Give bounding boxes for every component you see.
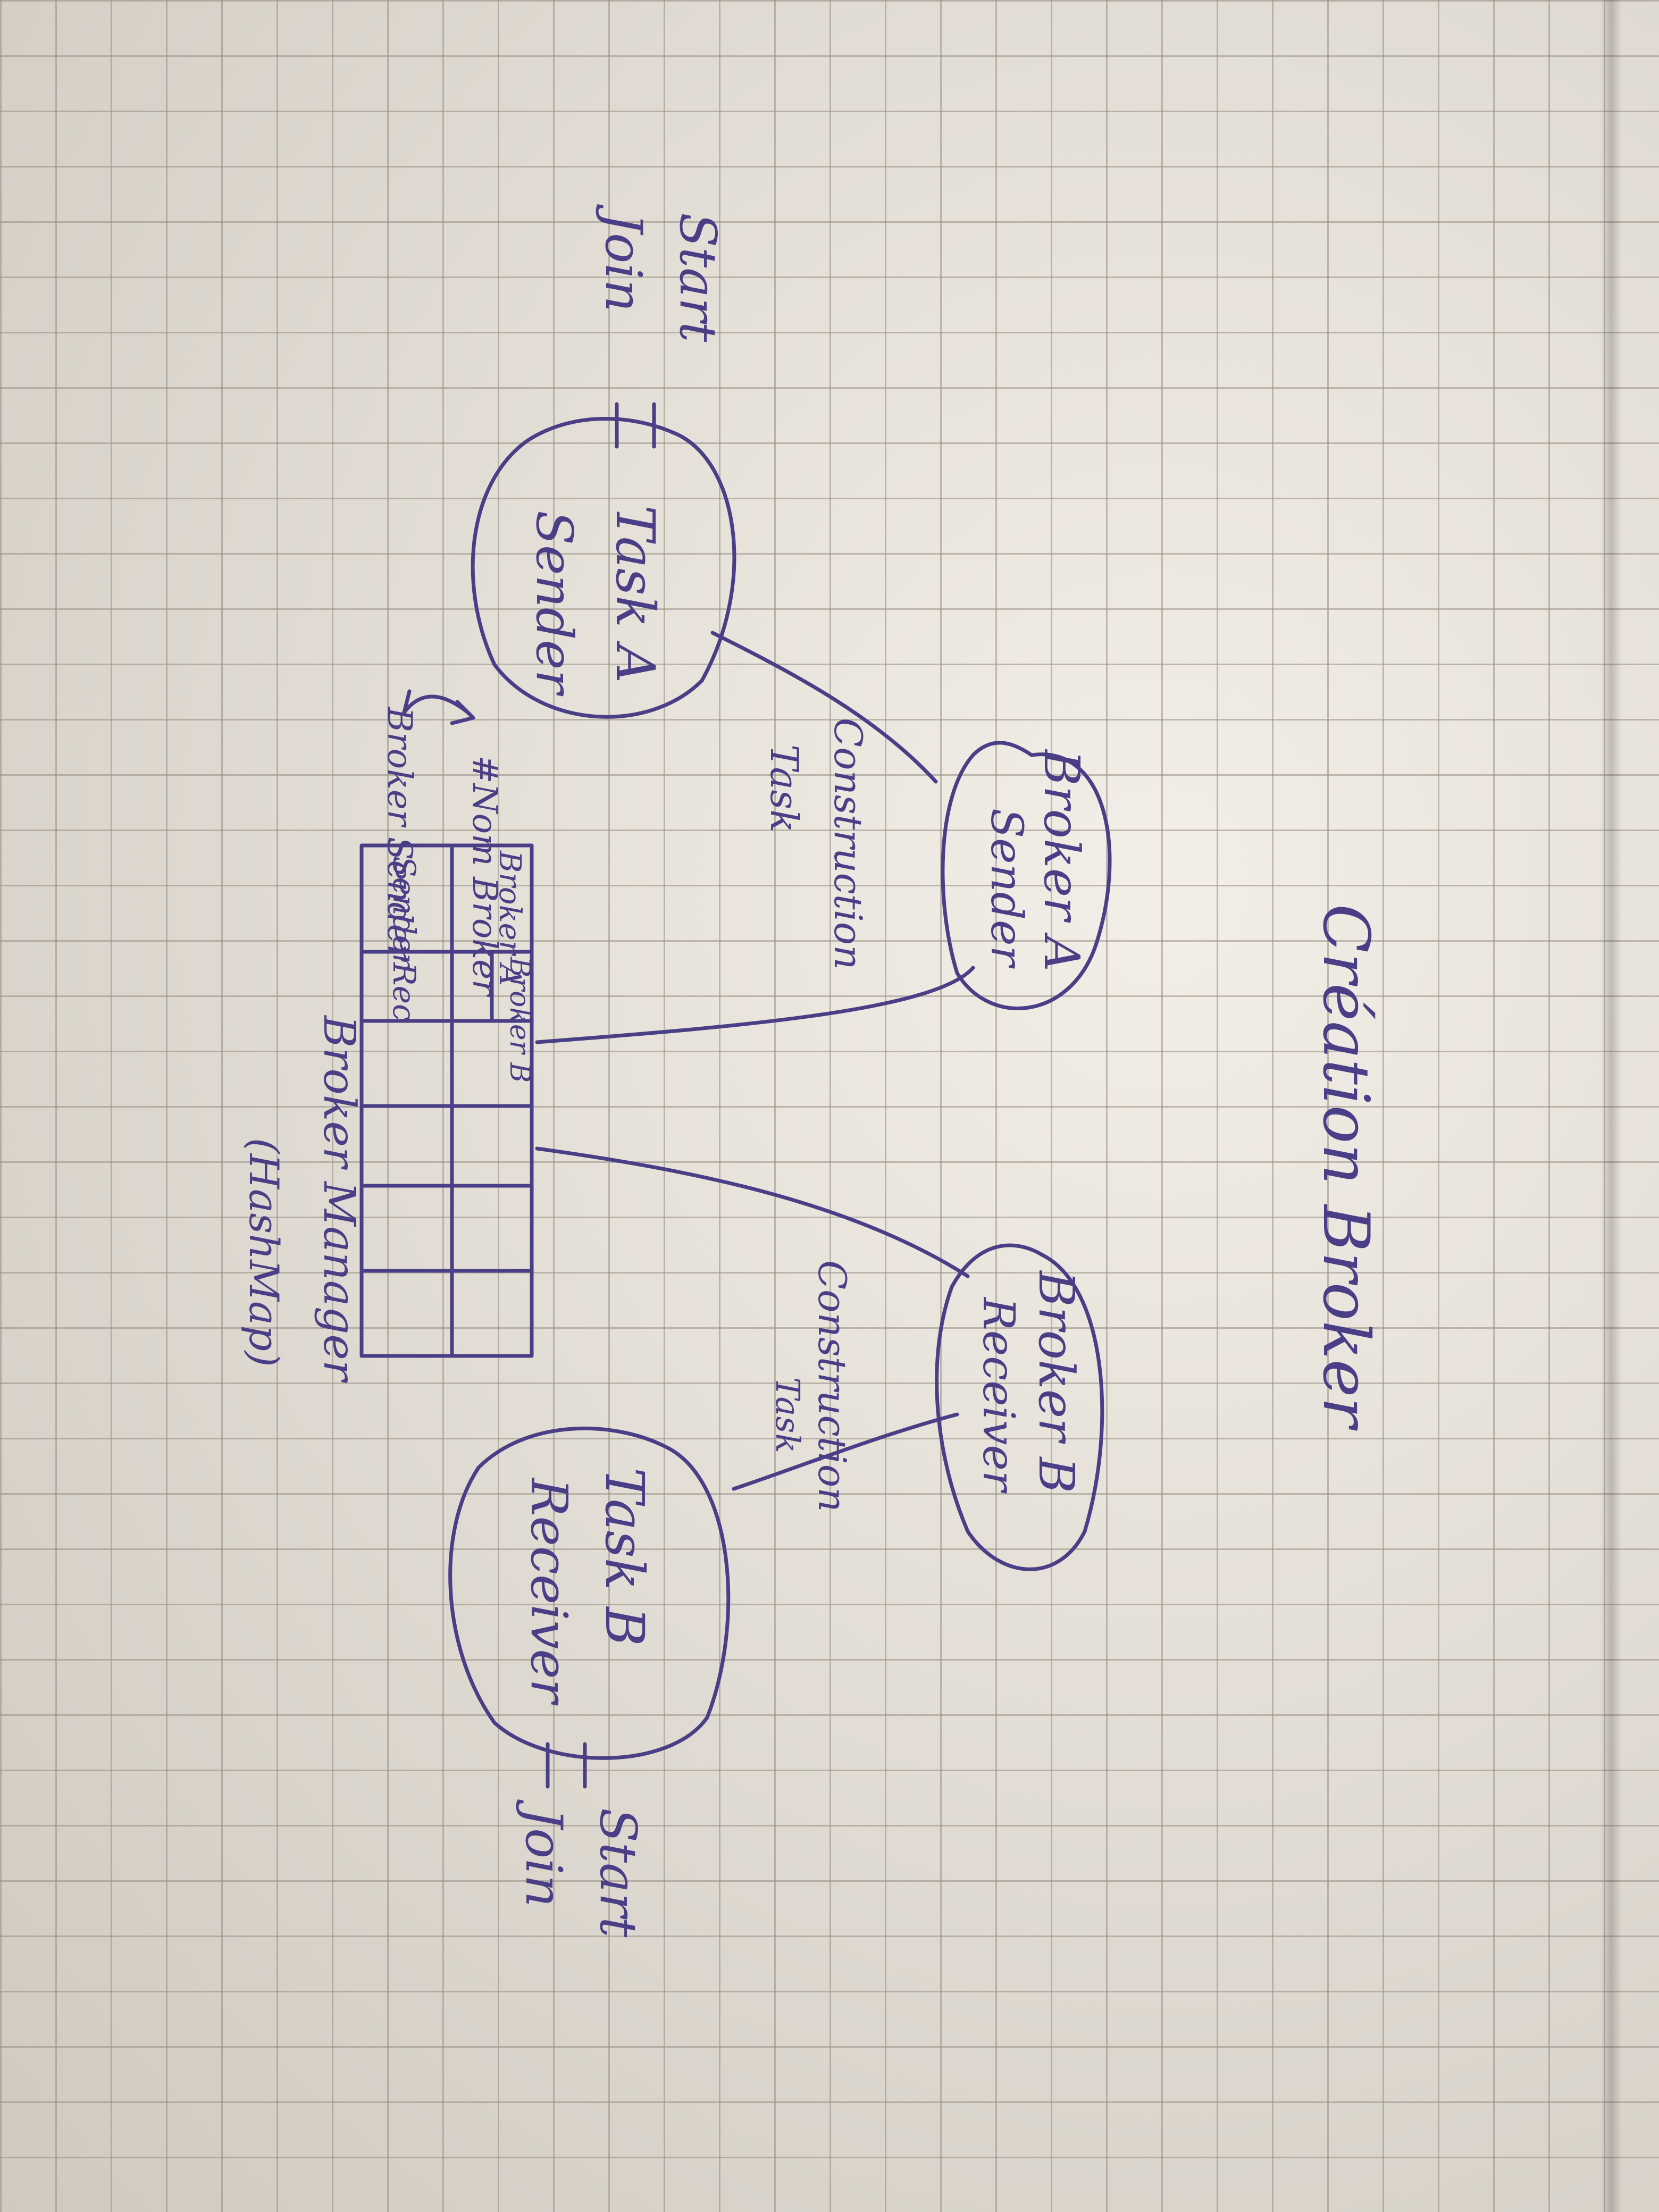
edge-label-construct-b-task: Task (768, 1377, 807, 1453)
curved-arrow-icon (402, 689, 475, 725)
edge-label-construct-a-task: Task (762, 744, 807, 833)
broker-a-label: Broker A (1033, 749, 1090, 971)
table-caption: Broker Manager (314, 1015, 364, 1384)
table-caption-type: (HashMap) (240, 1138, 288, 1367)
broker-a-node (941, 741, 1112, 1010)
table-header-key: #Nom Broker (465, 755, 504, 998)
task-a-node (471, 417, 736, 719)
task-b-join-label: Join (514, 1799, 573, 1907)
task-b-node (448, 1427, 731, 1760)
edge-broker-b-task-b (732, 1412, 959, 1491)
task-a-label: Task A (604, 505, 666, 683)
table-row-sender: Sender (386, 856, 422, 970)
edge-broker-a-table (535, 966, 975, 1044)
edge-label-construct-b: Construction (810, 1260, 854, 1512)
edge-task-a-broker-a (710, 631, 938, 784)
task-a-start-label: Start (668, 213, 727, 342)
broker-manager-table (359, 843, 534, 1358)
table-header-broker-b: Broker B (504, 957, 535, 1083)
broker-a-sublabel: Sender (981, 808, 1032, 969)
diagram-title: Création Broker (1309, 904, 1382, 1431)
broker-b-label: Broker B (1028, 1270, 1085, 1493)
broker-b-sublabel: Receiver (973, 1296, 1024, 1494)
task-b-start-label: Start (589, 1808, 647, 1938)
table-header-broker-a: Broker A (492, 850, 527, 986)
notebook-binding-shadow (1601, 0, 1622, 2212)
task-b-sublabel: Receiver (520, 1477, 578, 1706)
table-row-broker-sender: Broker Sender (380, 707, 419, 962)
table-row-rec: Rec (386, 962, 422, 1021)
task-a-sublabel: Sender (525, 510, 583, 697)
edge-label-construct-a: Construction (826, 718, 870, 969)
task-b-label: Task B (593, 1468, 656, 1646)
task-a-join-label: Join (594, 204, 652, 312)
edge-table-broker-b (535, 1146, 970, 1278)
